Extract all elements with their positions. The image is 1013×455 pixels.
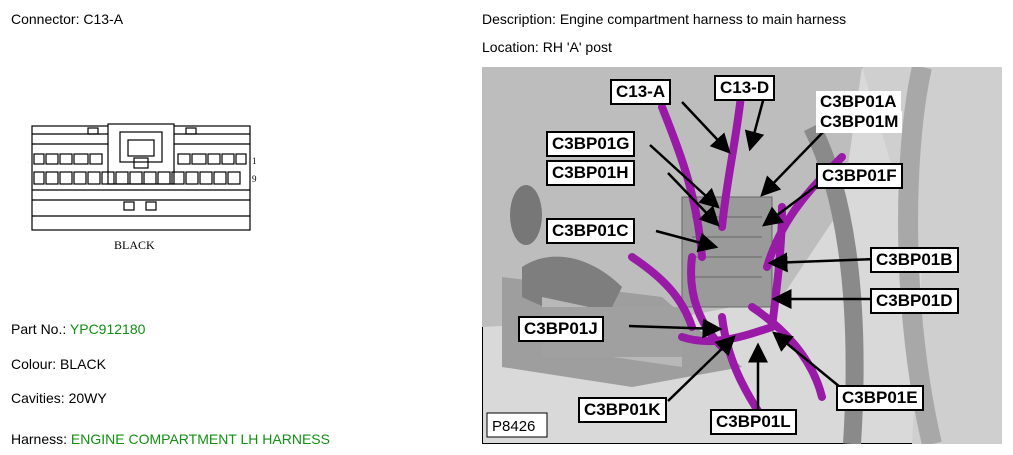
connector-label: Connector:	[11, 11, 80, 27]
callout-c13-a: C13-A	[610, 79, 672, 105]
connector-face-diagram: 8 1 20 9 BLACK	[18, 120, 258, 265]
description-label: Description:	[482, 11, 556, 27]
location-photo: P8426 C13-A C13-D C3BP01A C3BP01M C3BP01…	[481, 64, 1003, 447]
cavities-line: Cavities: 20WY	[11, 390, 107, 406]
colour-line: Colour: BLACK	[11, 356, 106, 372]
description-line: Description: Engine compartment harness …	[482, 11, 846, 27]
callout-c3bp01g: C3BP01G	[546, 131, 636, 157]
callout-c3bp01h: C3BP01H	[546, 160, 635, 186]
pin-8-label: 8	[28, 156, 29, 166]
part-no-label: Part No.:	[11, 321, 67, 337]
harness-line: Harness: ENGINE COMPARTMENT LH HARNESS	[11, 431, 330, 447]
harness-label: Harness:	[11, 431, 68, 447]
callout-c3bp01e: C3BP01E	[836, 385, 924, 411]
description-value: Engine compartment harness to main harne…	[559, 11, 847, 27]
callout-c3bp01f: C3BP01F	[816, 163, 903, 189]
location-line: Location: RH 'A' post	[482, 39, 612, 55]
part-no-line: Part No.: YPC912180	[11, 321, 145, 337]
cavities-label: Cavities:	[11, 390, 65, 406]
cavities-value: 20WY	[68, 390, 107, 406]
callout-c3bp01k: C3BP01K	[578, 397, 667, 423]
callout-c3bp01c: C3BP01C	[546, 218, 635, 244]
pin-9-label: 9	[252, 174, 257, 184]
part-no-value[interactable]: YPC912180	[69, 321, 146, 337]
connector-value: C13-A	[83, 11, 124, 27]
connector-line: Connector: C13-A	[11, 11, 123, 27]
callout-c3bp01a: C3BP01A	[816, 91, 901, 113]
callout-c3bp01j: C3BP01J	[518, 316, 604, 342]
colour-label: Colour:	[11, 356, 57, 372]
callout-c13-d: C13-D	[714, 75, 776, 101]
location-value: RH 'A' post	[542, 39, 612, 55]
colour-value: BLACK	[60, 356, 106, 372]
diagram-color-label: BLACK	[114, 238, 155, 252]
callout-c3bp01l: C3BP01L	[710, 409, 797, 435]
location-label: Location:	[482, 39, 539, 55]
callout-c3bp01m: C3BP01M	[816, 111, 903, 133]
pin-1-label: 1	[252, 156, 257, 166]
callout-c3bp01b: C3BP01B	[870, 247, 959, 273]
callout-c3bp01d: C3BP01D	[870, 288, 959, 314]
photo-ref: P8426	[492, 418, 535, 435]
harness-value[interactable]: ENGINE COMPARTMENT LH HARNESS	[70, 431, 330, 447]
